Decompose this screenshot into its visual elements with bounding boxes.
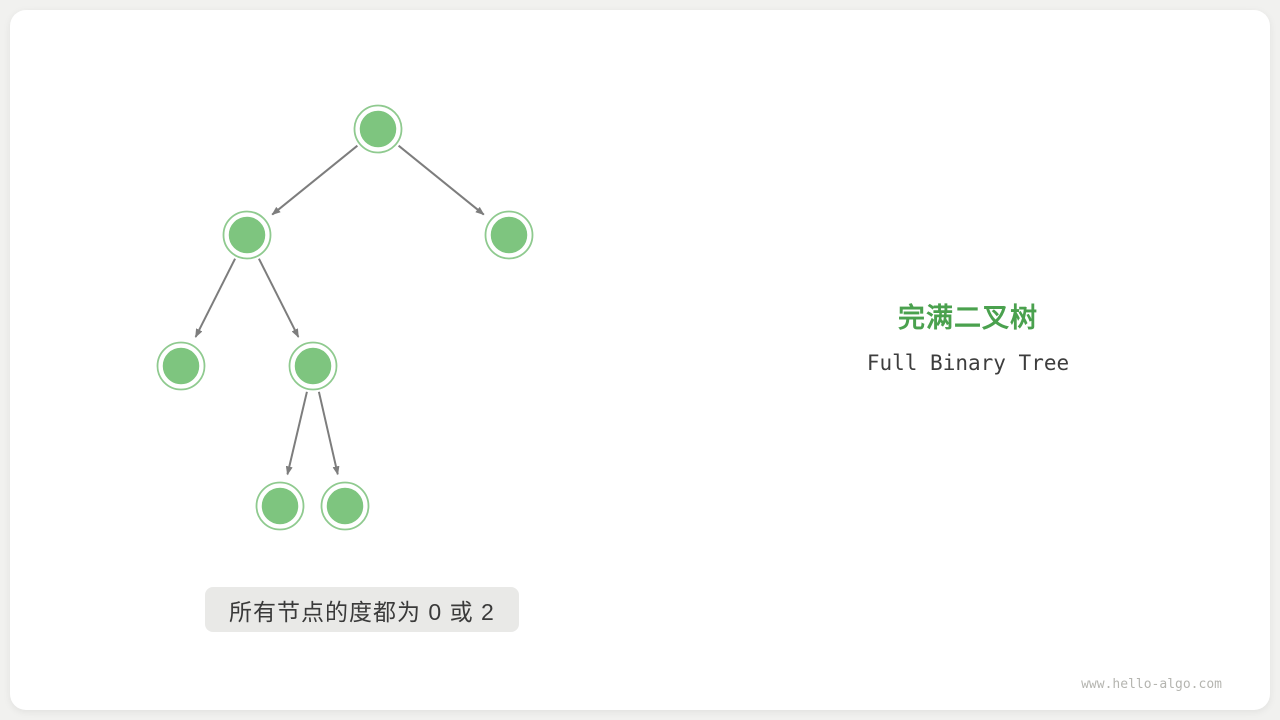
tree-edge	[285, 391, 308, 476]
tree-node	[288, 341, 338, 391]
tree-edge	[194, 258, 236, 338]
tree-edge	[397, 144, 485, 216]
tree-node	[484, 210, 534, 260]
tree-edge	[271, 144, 359, 216]
title-block: 完满二叉树 Full Binary Tree	[818, 296, 1118, 375]
watermark-url: www.hello-algo.com	[1081, 677, 1222, 692]
tree-node	[222, 210, 272, 260]
caption-text: 所有节点的度都为 0 或 2	[229, 598, 495, 625]
diagram-title-zh: 完满二叉树	[898, 303, 1038, 333]
tree-node	[353, 104, 403, 154]
tree-node	[320, 481, 370, 531]
tree-edge	[317, 391, 340, 476]
tree-node	[255, 481, 305, 531]
diagram-title-en: Full Binary Tree	[866, 351, 1070, 375]
tree-edge	[258, 258, 300, 338]
caption-box: 所有节点的度都为 0 或 2	[205, 587, 519, 632]
tree-node	[156, 341, 206, 391]
